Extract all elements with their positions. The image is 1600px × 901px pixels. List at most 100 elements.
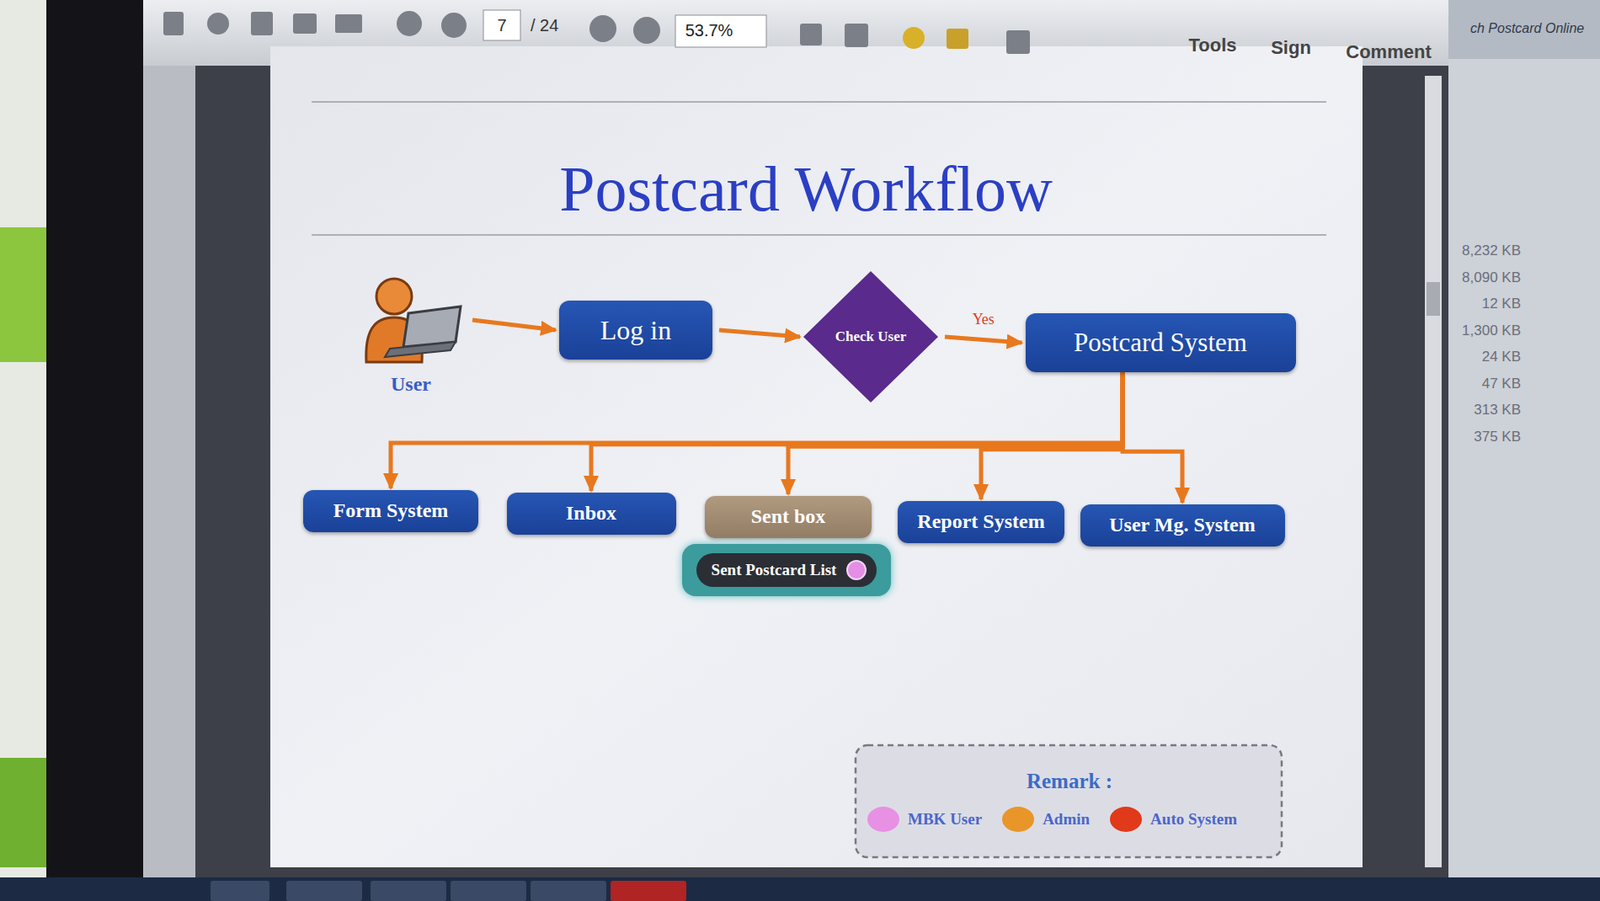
taskbar-button — [610, 880, 687, 901]
toolbar-icon — [1006, 30, 1030, 54]
taskbar-button — [210, 880, 270, 901]
legend-text: Auto System — [1150, 809, 1238, 830]
desk-paper — [0, 0, 47, 901]
legend-text: MBK User — [907, 809, 982, 830]
flow-arrow — [788, 372, 1123, 495]
pdf-page — [270, 46, 1363, 868]
node-label: Sent Postcard List — [711, 560, 838, 581]
file-size: 313 KB — [1473, 400, 1521, 419]
flow-arrow — [719, 330, 800, 337]
legend-item: MBK User — [867, 806, 982, 832]
node-label: Form System — [333, 499, 449, 523]
legend-heading: Remark : — [901, 768, 1238, 795]
toolbar-text: Comment — [1220, 40, 1558, 64]
node-label: Sent box — [751, 505, 827, 529]
toolbar-text: Tools — [1044, 33, 1382, 58]
toolbar-text: 7 — [333, 15, 671, 37]
toolbar-icon — [293, 13, 317, 34]
user-head — [376, 278, 412, 315]
pink-marker-dot — [846, 560, 867, 581]
scrollbar — [1424, 75, 1442, 868]
flow-arrow — [944, 336, 1023, 343]
toolbar-icon — [163, 11, 184, 36]
toolbar-icons — [163, 10, 1030, 54]
toolbar-icon — [335, 14, 363, 33]
taskbar-button — [530, 880, 607, 901]
process-box: Postcard System — [1025, 313, 1296, 373]
toolbar-icon — [633, 16, 661, 44]
toolbar-icon — [396, 10, 422, 37]
legend-swatch — [867, 806, 900, 832]
file-size: 47 KB — [1482, 374, 1521, 393]
process-box: Log in — [559, 300, 713, 360]
sub-list-band: Sent Postcard List — [682, 544, 891, 597]
sub-list-pill: Sent Postcard List — [696, 553, 878, 587]
actor-label: User — [390, 373, 432, 395]
file-size: 1,300 KB — [1461, 321, 1521, 340]
file-size: 8,090 KB — [1461, 268, 1521, 287]
flow-arrow — [591, 372, 1123, 491]
decision-diamond: Check User — [803, 271, 939, 403]
taskbar-button — [286, 880, 363, 901]
flow-arrow — [390, 372, 1123, 489]
laptop-screen — [403, 306, 461, 347]
scroll-thumb — [1426, 282, 1440, 316]
node-label: Report System — [917, 510, 1045, 534]
toolbar-icon — [844, 23, 869, 48]
paper-green-band — [0, 757, 47, 868]
laptop-base — [384, 341, 456, 358]
diamond-shape — [803, 271, 939, 403]
flow-arrow — [472, 320, 556, 331]
process-box: Report System — [897, 501, 1065, 544]
file-size: 12 KB — [1482, 294, 1521, 313]
toolbar-icon — [250, 11, 273, 36]
toolbar-icon — [207, 12, 230, 35]
file-size: 24 KB — [1482, 347, 1521, 366]
page-rule — [311, 234, 1327, 236]
file-panel — [1448, 0, 1600, 878]
user-actor: User — [356, 271, 466, 398]
legend-item: Admin — [1002, 806, 1090, 832]
node-label: User Mg. System — [1109, 513, 1256, 538]
node-label: Inbox — [565, 501, 617, 526]
page-rule — [311, 101, 1327, 103]
toolbar-text: / 24 — [530, 15, 559, 37]
toolbar-icon — [800, 23, 822, 46]
process-box: Inbox — [506, 492, 677, 535]
edge-label: Yes — [933, 309, 1035, 329]
legend-panel — [855, 745, 1282, 858]
node-label: Check User — [835, 328, 907, 346]
toolbar-text: 53.7% — [540, 20, 878, 42]
legend-swatch — [1002, 806, 1035, 832]
toolbar-text: ch Postcard Online — [1470, 20, 1584, 38]
file-size: 8,232 KB — [1461, 241, 1521, 260]
sent-box: Sent box — [704, 496, 872, 539]
taskbar-button — [370, 880, 447, 901]
legend-swatch — [1109, 806, 1142, 832]
side-panel — [143, 65, 196, 878]
legend-item: Auto System — [1109, 806, 1238, 832]
taskbar — [0, 877, 1600, 901]
legend-row: MBK User Admin Auto System — [867, 806, 1238, 832]
taskbar-button — [450, 880, 527, 901]
toolbar-icon — [441, 12, 467, 38]
file-panel-header — [1448, 0, 1600, 59]
flow-arrow — [981, 372, 1123, 500]
monitor-bezel — [46, 0, 144, 901]
flow-arrow — [1122, 372, 1183, 503]
paper-green-band — [0, 227, 47, 363]
toolbar-icon — [589, 15, 617, 43]
actor-label-holder: User — [356, 370, 466, 398]
node-label: Log in — [600, 314, 672, 347]
toolbar-icon — [946, 28, 969, 49]
toolbar-icon — [902, 26, 925, 49]
node-label: Postcard System — [1073, 327, 1248, 358]
diagram-title: Postcard Workflow — [384, 149, 1227, 228]
process-box: User Mg. System — [1080, 504, 1286, 547]
file-size: 375 KB — [1473, 427, 1521, 446]
legend-text: Admin — [1042, 809, 1090, 830]
